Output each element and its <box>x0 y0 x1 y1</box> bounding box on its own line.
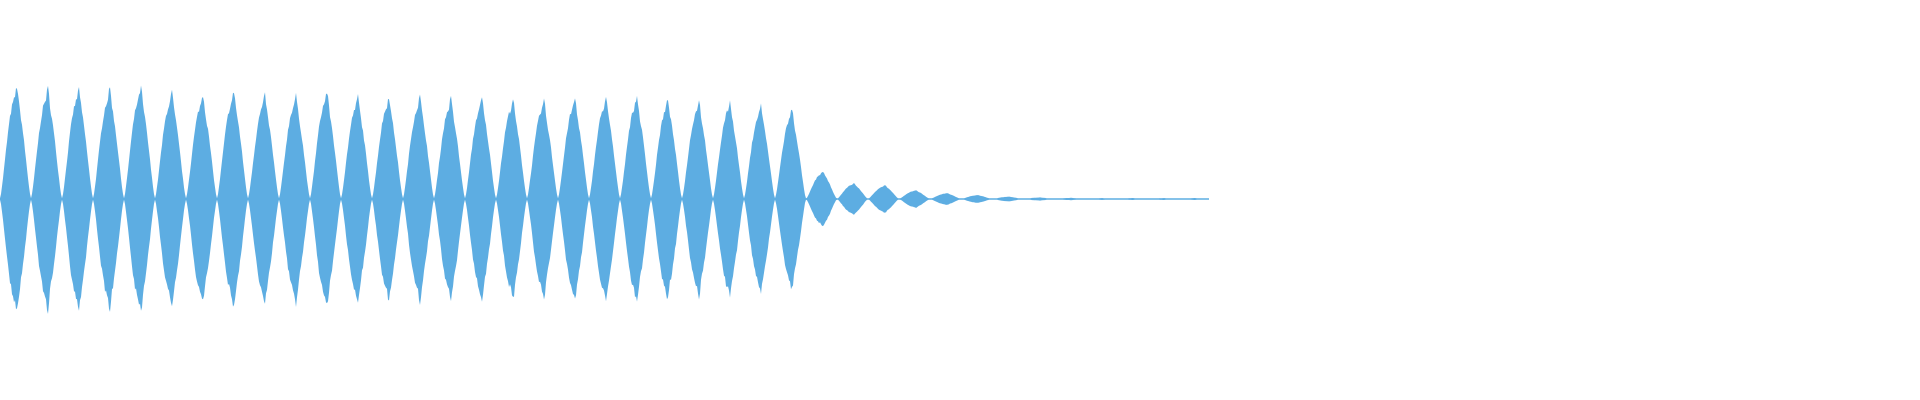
waveform-lobe <box>217 92 248 307</box>
waveform-lobe <box>124 85 155 311</box>
waveform-lobe <box>806 172 837 227</box>
waveform-lobe <box>589 96 620 302</box>
waveform-lobe <box>93 87 124 312</box>
waveform-lobe <box>744 103 775 295</box>
waveform-lobe <box>930 193 961 205</box>
waveform-lobe <box>775 109 806 290</box>
waveform-lobe <box>403 94 434 305</box>
waveform-lobe <box>558 98 589 299</box>
waveform-lobe <box>1178 198 1209 200</box>
waveform-lobe <box>341 94 372 303</box>
waveform-lobe <box>155 89 186 307</box>
waveform-lobe <box>961 195 992 203</box>
waveform-lobe <box>527 98 558 300</box>
waveform-lobe <box>1054 197 1085 201</box>
waveform-lobe <box>0 88 31 310</box>
waveform-lobe <box>992 196 1023 202</box>
waveform-lobe <box>465 97 496 302</box>
waveform-lobe <box>620 95 651 302</box>
waveform-lobe <box>62 87 93 311</box>
waveform-lobe <box>372 99 403 301</box>
waveform-lobe <box>651 100 682 300</box>
waveform-lobe <box>1116 198 1147 200</box>
waveform-lobe <box>31 85 62 314</box>
waveform-lobe <box>279 92 310 308</box>
waveform-lobe <box>837 183 868 215</box>
waveform-lobe <box>310 93 341 304</box>
waveform-lobe <box>496 99 527 297</box>
waveform-lobe <box>434 95 465 302</box>
waveform-lobe <box>868 185 899 213</box>
waveform-lobe <box>713 100 744 298</box>
waveform-lobe <box>1023 197 1054 201</box>
waveform-lobe <box>1147 198 1178 200</box>
waveform-lobe <box>682 100 713 300</box>
waveform-lobe <box>1085 198 1116 200</box>
waveform-lobe <box>186 97 217 300</box>
waveform-lobe <box>248 92 279 304</box>
waveform-lobe <box>899 190 930 208</box>
